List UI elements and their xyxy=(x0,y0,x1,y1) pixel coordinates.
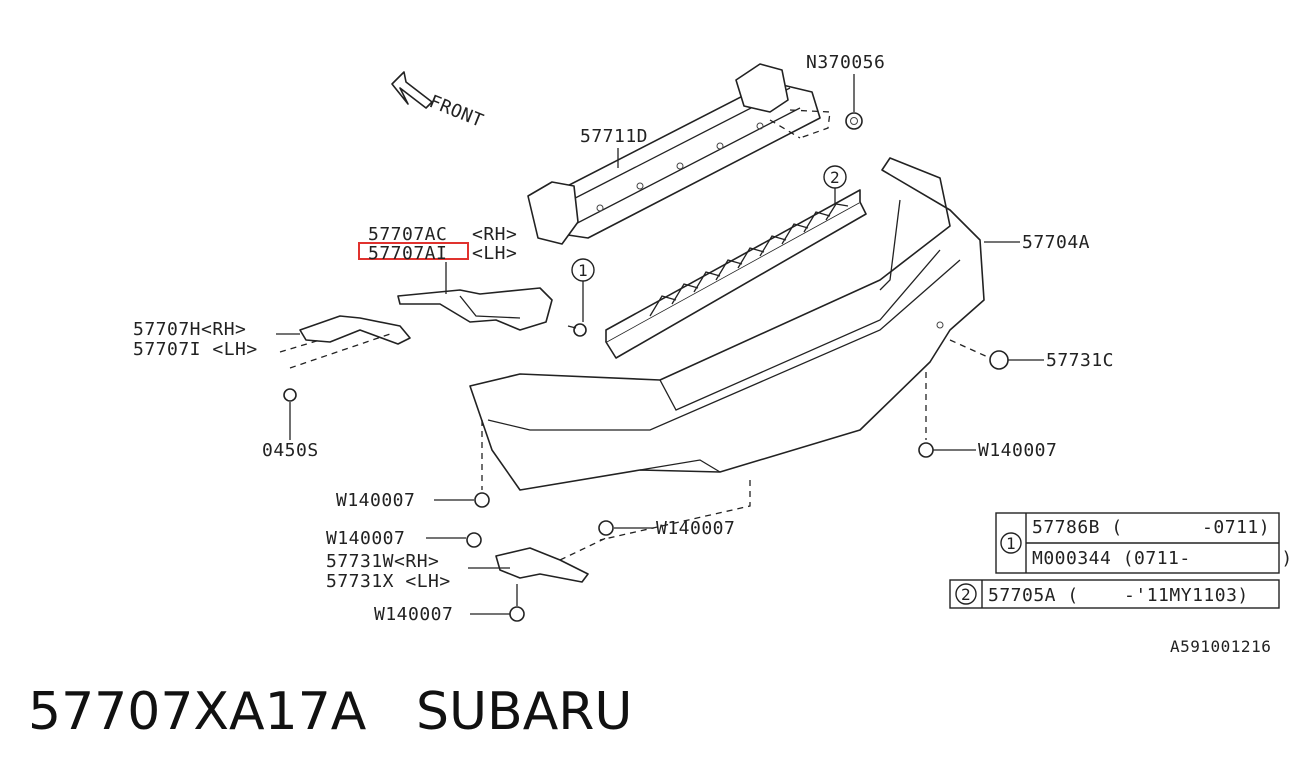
label-57707ac: 57707AC xyxy=(368,224,447,245)
bumper-cover xyxy=(469,157,985,491)
legend-row1-a: 57786B ( -0711) xyxy=(1032,517,1270,538)
label-rh-1: <RH> xyxy=(472,224,517,245)
diagram-id: A591001216 xyxy=(1170,637,1271,656)
label-57731c: 57731C xyxy=(1046,350,1114,371)
fastener-icon-c xyxy=(559,520,654,561)
footer-title: 57707XA17A SUBARU xyxy=(28,682,632,742)
clip-icon xyxy=(567,323,587,337)
label-0450s: 0450S xyxy=(262,440,319,461)
highlight-box xyxy=(358,242,469,260)
label-57731x: 57731X <LH> xyxy=(326,571,451,592)
callout-2-label: 2 xyxy=(830,168,840,187)
legend-row1-num: 1 xyxy=(1006,534,1016,553)
side-bracket-lower xyxy=(279,315,411,369)
part-number: 57707XA17A xyxy=(28,682,367,742)
label-w140007-a: W140007 xyxy=(336,490,415,511)
callout-1-label: 1 xyxy=(578,261,588,280)
brand: SUBARU xyxy=(415,682,633,742)
legend-row2-num: 2 xyxy=(961,585,971,604)
label-w140007-e: W140007 xyxy=(978,440,1057,461)
label-n370056: N370056 xyxy=(806,52,885,73)
front-label: FRONT xyxy=(426,91,486,132)
label-57707h: 57707H<RH> xyxy=(133,319,246,340)
grommet-icon xyxy=(949,339,1044,370)
fastener-icon-e xyxy=(918,372,976,458)
label-57704a: 57704A xyxy=(1022,232,1090,253)
fastener-icon-b xyxy=(426,532,482,548)
label-w140007-b: W140007 xyxy=(326,528,405,549)
fastener-icon-a xyxy=(434,420,490,508)
label-57707ai: 57707AI xyxy=(368,243,447,264)
label-57711d: 57711D xyxy=(580,126,648,147)
nut-icon xyxy=(845,74,863,130)
screw-icon xyxy=(283,388,297,440)
energy-absorber xyxy=(605,189,867,359)
side-bracket-upper xyxy=(397,287,553,331)
label-w140007-d: W140007 xyxy=(374,604,453,625)
bumper-beam xyxy=(527,63,831,245)
front-arrow-icon xyxy=(391,71,433,109)
fastener-icon-d xyxy=(470,584,525,622)
legend-row2-a: 57705A ( -'11MY1103) xyxy=(988,585,1249,606)
lower-bracket xyxy=(495,480,751,583)
legend-row1-b: M000344 (0711- ) xyxy=(1032,548,1293,569)
label-57731w: 57731W<RH> xyxy=(326,551,439,572)
legend-table xyxy=(949,512,1280,609)
label-lh-1: <LH> xyxy=(472,243,517,264)
label-57707i: 57707I <LH> xyxy=(133,339,258,360)
label-w140007-c: W140007 xyxy=(656,518,735,539)
